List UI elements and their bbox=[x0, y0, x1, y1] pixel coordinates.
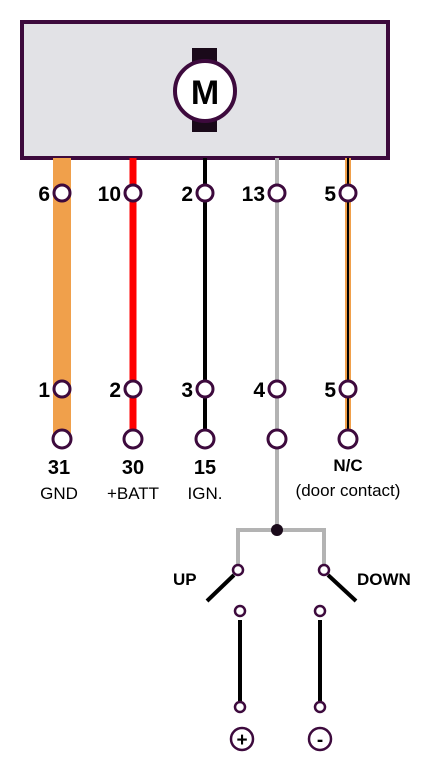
top-pin-5 bbox=[338, 183, 358, 203]
bottom-pin-label-2: 2 bbox=[109, 379, 121, 402]
motor-symbol: M bbox=[191, 74, 219, 112]
down-switch-common-contact bbox=[317, 563, 331, 577]
terminal-label-ign: IGN. bbox=[188, 484, 223, 503]
terminal-30 bbox=[122, 428, 144, 450]
up-switch-label: UP bbox=[173, 570, 197, 589]
terminal-label-batt: +BATT bbox=[107, 484, 159, 503]
junction-dot bbox=[271, 524, 283, 536]
up-switch-lever bbox=[205, 573, 236, 603]
up-switch-contact bbox=[233, 604, 247, 618]
top-pin-13 bbox=[267, 183, 287, 203]
bottom-pin-3 bbox=[195, 379, 215, 399]
terminal-number-15: 15 bbox=[194, 457, 216, 479]
top-pin-label-5: 5 bbox=[324, 183, 336, 206]
motor-icon bbox=[173, 59, 237, 123]
plus-symbol: + bbox=[236, 730, 247, 751]
top-pin-label-10: 10 bbox=[98, 183, 121, 206]
bottom-pin-label-5: 5 bbox=[324, 379, 336, 402]
switch-feed-wire bbox=[236, 528, 326, 570]
terminal-switch bbox=[266, 428, 288, 450]
top-pin-label-6: 6 bbox=[38, 183, 50, 206]
top-pin-label-13: 13 bbox=[242, 183, 265, 206]
terminal-nc bbox=[337, 428, 359, 450]
minus-terminal-icon bbox=[307, 726, 333, 752]
bottom-pin-label-4: 4 bbox=[253, 379, 265, 402]
bottom-pin-label-1: 1 bbox=[38, 379, 50, 402]
terminal-number-30: 30 bbox=[122, 457, 144, 479]
bottom-pin-2 bbox=[123, 379, 143, 399]
terminal-number-nc: N/C bbox=[333, 456, 362, 475]
bottom-pin-5 bbox=[338, 379, 358, 399]
down-switch-label: DOWN bbox=[357, 570, 411, 589]
top-pin-2 bbox=[195, 183, 215, 203]
plus-lead-end bbox=[233, 700, 247, 714]
terminal-label-gnd: GND bbox=[40, 484, 78, 503]
terminal-31 bbox=[51, 428, 73, 450]
top-pin-label-2: 2 bbox=[181, 183, 193, 206]
up-switch-common-contact bbox=[231, 563, 245, 577]
bottom-pin-4 bbox=[267, 379, 287, 399]
down-switch-lever bbox=[326, 573, 358, 603]
plus-terminal-icon bbox=[229, 726, 255, 752]
terminal-15 bbox=[194, 428, 216, 450]
terminal-label-door-contact: (door contact) bbox=[296, 481, 401, 500]
terminal-number-31: 31 bbox=[48, 457, 70, 479]
top-pin-6 bbox=[52, 183, 72, 203]
down-switch-contact bbox=[313, 604, 327, 618]
bottom-pin-1 bbox=[52, 379, 72, 399]
minus-lead-end bbox=[313, 700, 327, 714]
top-pin-10 bbox=[123, 183, 143, 203]
minus-symbol: - bbox=[317, 730, 323, 751]
bottom-pin-label-3: 3 bbox=[181, 379, 193, 402]
